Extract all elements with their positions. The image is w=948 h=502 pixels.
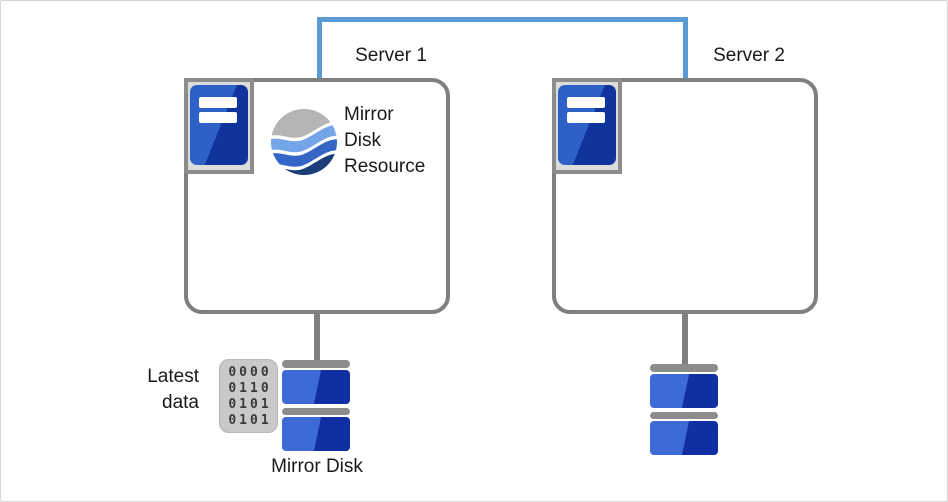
disk-platter [650, 421, 718, 455]
latest-data-line: data [162, 392, 199, 413]
tower-slot [199, 112, 237, 123]
disk-cap [650, 364, 718, 372]
data-block-icon: 0000 0110 0101 0101 [219, 359, 278, 433]
interconnect-line-left [317, 17, 322, 80]
binary-row: 0101 [228, 413, 272, 428]
tower-slot [199, 97, 237, 108]
binary-row: 0000 [228, 365, 272, 380]
interconnect-line-top [317, 17, 688, 22]
tower-slot [567, 97, 605, 108]
disk-cap [282, 360, 350, 368]
mirror-disk-label: Mirror Disk [271, 456, 363, 477]
disk-connector-stem-1 [314, 310, 320, 362]
server-tower-icon [558, 85, 616, 165]
server1-icon-frame [184, 78, 254, 174]
tower-slot [567, 112, 605, 123]
disk-platter [282, 370, 350, 404]
resource-label-line: Resource [344, 156, 426, 177]
latest-data-line: Latest [147, 366, 199, 387]
mirror-disk-resource-label: Mirror Disk Resource [344, 102, 425, 180]
binary-row: 0110 [228, 381, 272, 396]
server2-label: Server 2 [713, 45, 785, 66]
server1-label: Server 1 [355, 45, 427, 66]
resource-label-line: Mirror [344, 104, 394, 125]
interconnect-line-right [683, 17, 688, 80]
server-tower-icon [190, 85, 248, 165]
disk-divider [282, 408, 350, 415]
server2-icon-frame [552, 78, 622, 174]
mirror-disk-resource-icon [271, 109, 337, 175]
resource-label-line: Disk [344, 130, 381, 151]
latest-data-label: Latest data [109, 364, 199, 416]
disk-connector-stem-2 [682, 311, 688, 366]
disk-platter [282, 417, 350, 451]
disk-divider [650, 412, 718, 419]
binary-row: 0101 [228, 397, 272, 412]
disk-platter [650, 374, 718, 408]
